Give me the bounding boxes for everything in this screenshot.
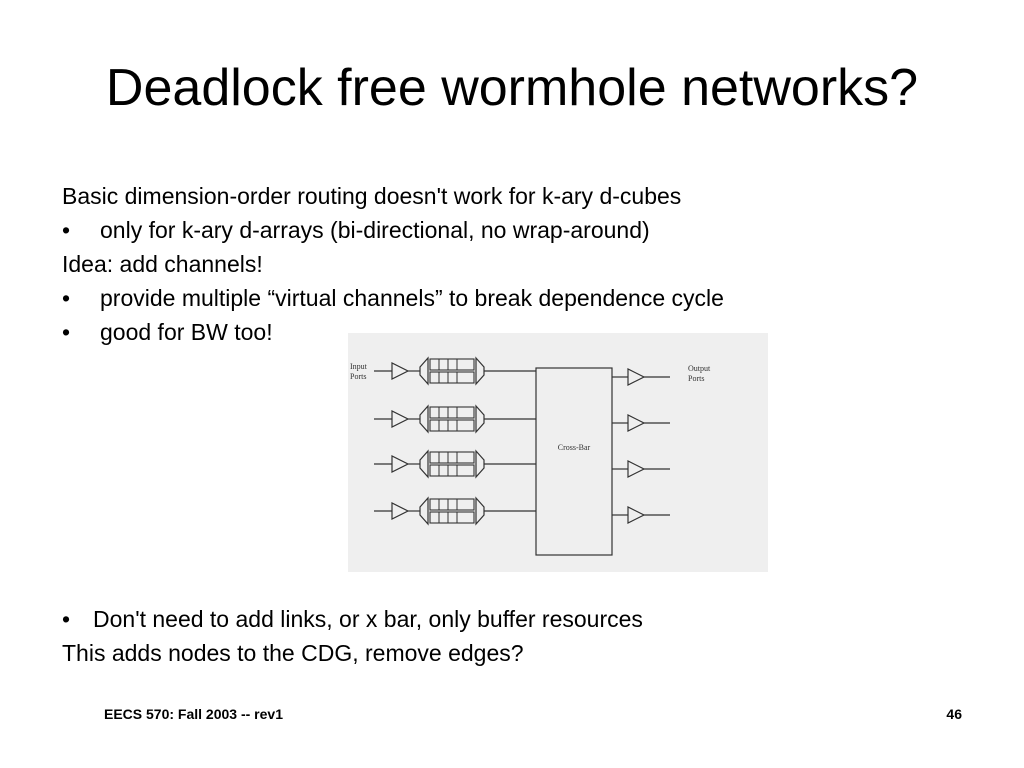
bullet-text: Don't need to add links, or x bar, only …: [93, 606, 643, 632]
input-buffer-icon: [391, 362, 410, 380]
input-buffer-icon: [391, 455, 410, 473]
bullet-line: • Don't need to add links, or x bar, only…: [62, 602, 643, 636]
mux-icon: [475, 449, 485, 479]
virtual-channel-queue: [429, 406, 475, 419]
demux-icon: [419, 356, 429, 386]
virtual-channel-queue: [429, 371, 475, 384]
mux-icon: [475, 356, 485, 386]
mux-icon: [475, 496, 485, 526]
mux-icon: [475, 404, 485, 434]
router-ports: [374, 356, 670, 526]
bullet-line: • only for k-ary d-arrays (bi-directional…: [62, 213, 724, 247]
text-line: Basic dimension-order routing doesn't wo…: [62, 183, 682, 209]
input-buffer-icon: [391, 502, 410, 520]
virtual-channel-queue: [429, 358, 475, 371]
crossbar-box: [535, 367, 613, 556]
output-buffer-icon: [627, 414, 646, 432]
output-buffer-icon: [627, 460, 646, 478]
body-text-top: Basic dimension-order routing doesn't wo…: [62, 179, 724, 349]
crossbar-label: Cross-Bar: [558, 443, 591, 452]
input-ports-label-line1: Input: [350, 362, 368, 371]
bullet-text: only for k-ary d-arrays (bi-directional,…: [100, 217, 650, 243]
output-ports-label-line2: Ports: [688, 374, 704, 383]
text-line: Idea: add channels!: [62, 251, 263, 277]
input-ports-label-line2: Ports: [350, 372, 366, 381]
virtual-channel-queue: [429, 419, 475, 432]
bullet-line: • provide multiple “virtual channels” to …: [62, 281, 724, 315]
demux-icon: [419, 449, 429, 479]
virtual-channel-queue: [429, 464, 475, 477]
output-ports-label-line1: Output: [688, 364, 711, 373]
figure-background: [348, 333, 768, 572]
output-buffer-icon: [627, 368, 646, 386]
text-line: This adds nodes to the CDG, remove edges…: [62, 640, 524, 666]
footer-page-number: 46: [946, 706, 962, 722]
virtual-channel-queue: [429, 451, 475, 464]
bullet-marker: •: [62, 319, 71, 345]
bullet-marker: •: [62, 217, 71, 243]
body-text-bottom: • Don't need to add links, or x bar, only…: [62, 602, 643, 670]
demux-icon: [419, 404, 429, 434]
demux-icon: [419, 496, 429, 526]
output-buffer-icon: [627, 506, 646, 524]
bullet-marker: •: [62, 285, 71, 311]
bullet-marker: •: [62, 606, 71, 632]
input-buffer-icon: [391, 410, 410, 428]
slide-title: Deadlock free wormhole networks?: [105, 59, 919, 117]
bullet-text: provide multiple “virtual channels” to b…: [100, 285, 724, 311]
router-diagram-figure: Input Ports Output Ports Cross-Bar: [348, 333, 768, 572]
router-diagram: Input Ports Output Ports Cross-Bar: [348, 333, 768, 572]
bullet-text: good for BW too!: [100, 319, 273, 345]
virtual-channel-queue: [429, 498, 475, 511]
footer-course: EECS 570: Fall 2003 -- rev1: [104, 706, 283, 722]
bullet-line: • good for BW too!: [62, 315, 724, 349]
virtual-channel-queue: [429, 511, 475, 524]
